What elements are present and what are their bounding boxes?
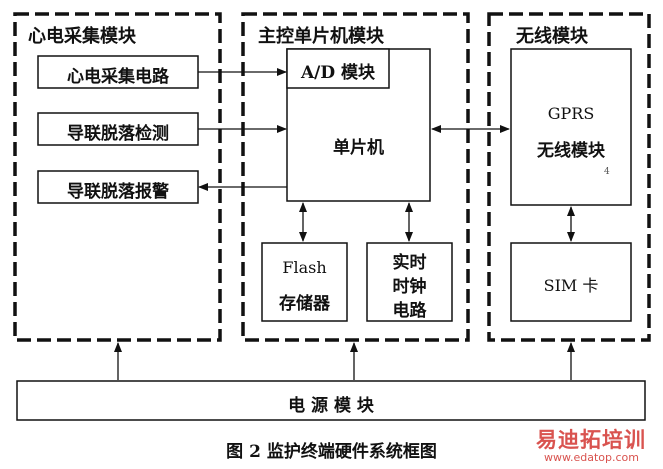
gprs-label-1: GPRS: [547, 104, 595, 123]
figure-caption: 图 2 监护终端硬件系统框图: [226, 442, 437, 462]
gprs-box: [510, 48, 632, 206]
watermark-logo: 易迪拓培训: [536, 428, 646, 452]
power-box: [16, 380, 646, 421]
flash-label-1: Flash: [282, 258, 327, 277]
ecg-circuit-label: 心电采集电路: [67, 67, 169, 87]
stray-mark: 4: [604, 167, 610, 177]
flash-box: [261, 242, 348, 322]
ad-module-label: A/D 模块: [300, 63, 376, 83]
gprs-label-2: 无线模块: [537, 141, 605, 161]
rtc-label-1: 实时: [392, 253, 427, 273]
rtc-box: [366, 242, 453, 322]
sim-label: SIM 卡: [543, 276, 599, 295]
ad-module-box: [286, 48, 390, 89]
ecg-module-title: 心电采集模块: [28, 26, 136, 47]
flash-label-2: 存储器: [279, 294, 330, 314]
ecg-module-frame: [13, 12, 222, 342]
ecg-circuit-box: [37, 55, 199, 89]
rtc-label-2: 时钟: [392, 277, 427, 297]
lead-alarm-label: 导联脱落报警: [67, 182, 169, 202]
wireless-module-title: 无线模块: [516, 26, 588, 47]
lead-detect-label: 导联脱落检测: [67, 124, 169, 144]
wireless-module-frame: [487, 12, 651, 342]
watermark-url: www.edatop.com: [544, 451, 639, 464]
mcu-label: 单片机: [333, 138, 384, 158]
rtc-label-3: 电路: [392, 301, 427, 321]
lead-alarm-box: [37, 170, 199, 204]
power-label: 电 源 模 块: [288, 396, 374, 416]
mcu-module-title: 主控单片机模块: [258, 26, 384, 47]
sim-box: [510, 242, 632, 322]
mcu-module-frame: [241, 12, 470, 342]
